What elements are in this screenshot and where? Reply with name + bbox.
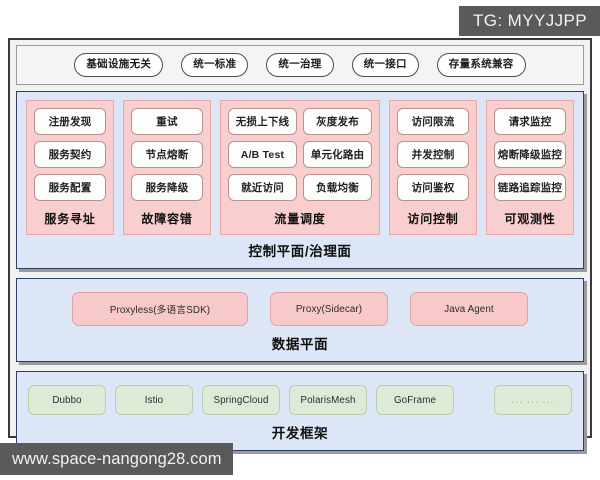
website-watermark: www.space-nangong28.com — [0, 443, 233, 475]
framework-box: Istio — [115, 385, 193, 415]
layer-dev-framework: Dubbo Istio SpringCloud PolarisMesh GoFr… — [16, 371, 584, 451]
group-label: 故障容错 — [131, 207, 203, 228]
layer-title-data-plane: 数据平面 — [271, 337, 329, 352]
capability-cell: 节点熔断 — [131, 141, 203, 168]
capability-cell: 灰度发布 — [303, 108, 372, 135]
capability-cell: 服务降级 — [131, 174, 203, 201]
group-observability: 请求监控 熔断降级监控 链路追踪监控 可观测性 — [486, 100, 574, 235]
principle-pill-2: 统一治理 — [266, 53, 334, 77]
group-cells: 访问限流 并发控制 访问鉴权 — [397, 108, 469, 201]
capability-cell: 服务契约 — [34, 141, 106, 168]
principle-pill-1: 统一标准 — [181, 53, 249, 77]
group-cells: 重试 节点熔断 服务降级 — [131, 108, 203, 201]
group-label: 流量调度 — [228, 207, 372, 228]
capability-cell: 服务配置 — [34, 174, 106, 201]
layer-control-plane: 注册发现 服务契约 服务配置 服务寻址 重试 节点熔断 服务降级 故障容错 — [16, 91, 584, 269]
group-cells: 请求监控 熔断降级监控 链路追踪监控 — [494, 108, 566, 201]
layer-title-dev-framework: 开发框架 — [271, 426, 329, 441]
telegram-watermark: TG: MYYJJPP — [459, 6, 600, 36]
capability-groups: 注册发现 服务契约 服务配置 服务寻址 重试 节点熔断 服务降级 故障容错 — [26, 100, 574, 235]
capability-cell: 注册发现 — [34, 108, 106, 135]
capability-cell: 重试 — [131, 108, 203, 135]
capability-cell: 访问限流 — [397, 108, 469, 135]
group-cells: 无损上下线 灰度发布 A/B Test 单元化路由 就近访问 负载均衡 — [228, 108, 372, 201]
capability-cell: 熔断降级监控 — [494, 141, 566, 168]
data-plane-box: Proxy(Sidecar) — [270, 292, 388, 326]
group-cells: 注册发现 服务契约 服务配置 — [34, 108, 106, 201]
layer-data-plane: Proxyless(多语言SDK) Proxy(Sidecar) Java Ag… — [16, 278, 584, 362]
principle-pill-3: 统一接口 — [351, 53, 419, 77]
data-plane-row: Proxyless(多语言SDK) Proxy(Sidecar) Java Ag… — [26, 287, 574, 328]
principle-pill-0: 基础设施无关 — [74, 53, 164, 77]
group-label: 可观测性 — [494, 207, 566, 228]
capability-cell: 访问鉴权 — [397, 174, 469, 201]
data-plane-box: Proxyless(多语言SDK) — [72, 292, 248, 326]
capability-cell: 负载均衡 — [303, 174, 372, 201]
framework-row: Dubbo Istio SpringCloud PolarisMesh GoFr… — [26, 380, 574, 417]
framework-box: Dubbo — [28, 385, 106, 415]
group-fault-tolerance: 重试 节点熔断 服务降级 故障容错 — [123, 100, 211, 235]
capability-cell: 并发控制 — [397, 141, 469, 168]
group-service-discovery: 注册发现 服务契约 服务配置 服务寻址 — [26, 100, 114, 235]
architecture-diagram: 基础设施无关 统一标准 统一治理 统一接口 存量系统兼容 注册发现 服务契约 服… — [8, 38, 592, 451]
capability-cell: A/B Test — [228, 141, 297, 168]
layer-title-control-plane: 控制平面/治理面 — [248, 244, 352, 259]
principles-row: 基础设施无关 统一标准 统一治理 统一接口 存量系统兼容 — [16, 45, 584, 85]
principle-pill-4: 存量系统兼容 — [436, 53, 526, 77]
data-plane-box: Java Agent — [410, 292, 528, 326]
group-label: 服务寻址 — [34, 207, 106, 228]
group-access-control: 访问限流 并发控制 访问鉴权 访问控制 — [389, 100, 477, 235]
capability-cell: 就近访问 — [228, 174, 297, 201]
capability-cell: 请求监控 — [494, 108, 566, 135]
framework-box: GoFrame — [376, 385, 454, 415]
capability-cell: 单元化路由 — [303, 141, 372, 168]
framework-box: PolarisMesh — [289, 385, 367, 415]
capability-cell: 链路追踪监控 — [494, 174, 566, 201]
framework-box-more: ... ... ... — [494, 385, 572, 415]
framework-box: SpringCloud — [202, 385, 280, 415]
capability-cell: 无损上下线 — [228, 108, 297, 135]
group-traffic-scheduling: 无损上下线 灰度发布 A/B Test 单元化路由 就近访问 负载均衡 流量调度 — [220, 100, 380, 235]
group-label: 访问控制 — [397, 207, 469, 228]
